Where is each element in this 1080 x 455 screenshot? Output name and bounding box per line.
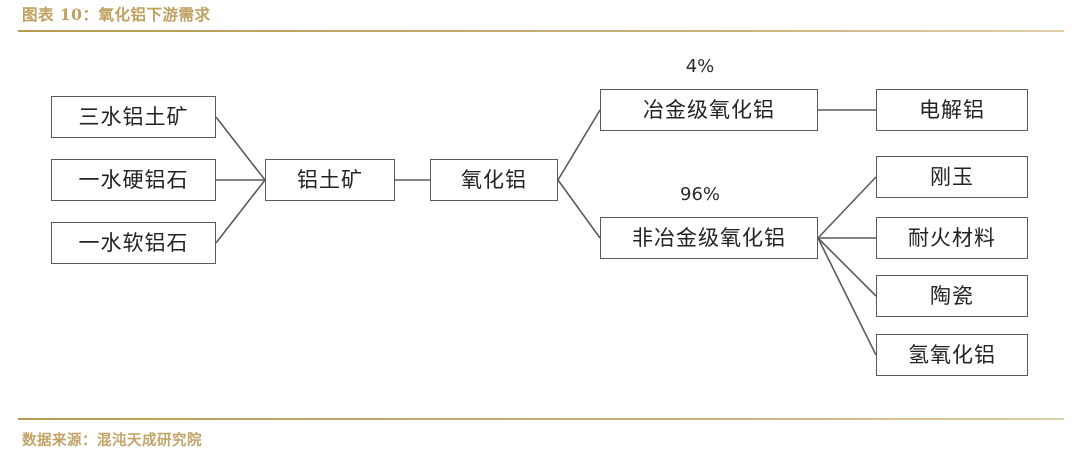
source-note: 数据来源：混沌天成研究院 bbox=[22, 432, 202, 449]
node-gibbsite-ore[interactable]: 三水铝土矿 bbox=[51, 96, 216, 138]
node-ceramics[interactable]: 陶瓷 bbox=[876, 275, 1028, 317]
flow-diagram: 三水铝土矿 一水硬铝石 一水软铝石 铝土矿 氧化铝 4% 冶金级氧化铝 96% … bbox=[0, 34, 1080, 418]
page-title: 图表 10：氧化铝下游需求 bbox=[22, 5, 211, 24]
connector-nonmetallurgical-to-hydroxide bbox=[817, 237, 877, 356]
node-bauxite[interactable]: 铝土矿 bbox=[265, 159, 395, 201]
node-electrolytic-aluminium[interactable]: 电解铝 bbox=[876, 89, 1028, 131]
footer-divider bbox=[18, 418, 1064, 420]
connector-boehmite-to-bauxite bbox=[215, 179, 266, 244]
label-non-metallurgical-share: 96% bbox=[679, 184, 721, 205]
node-refractory-material[interactable]: 耐火材料 bbox=[876, 217, 1028, 259]
node-boehmite-ore[interactable]: 一水软铝石 bbox=[51, 222, 216, 264]
connector-gibbsite-to-bauxite bbox=[215, 116, 266, 181]
node-diaspore-ore[interactable]: 一水硬铝石 bbox=[51, 159, 216, 201]
connector-alumina-to-nonmetallurgical bbox=[557, 179, 601, 239]
node-metallurgical-alumina[interactable]: 冶金级氧化铝 bbox=[600, 89, 818, 131]
node-corundum[interactable]: 刚玉 bbox=[876, 156, 1028, 198]
label-metallurgical-share: 4% bbox=[685, 56, 715, 77]
header-divider bbox=[18, 30, 1064, 32]
node-aluminium-hydroxide[interactable]: 氢氧化铝 bbox=[876, 334, 1028, 376]
connector-nonmetallurgical-to-corundum bbox=[817, 176, 877, 239]
connector-alumina-to-metallurgical bbox=[557, 109, 601, 181]
node-non-metallurgical-alumina[interactable]: 非冶金级氧化铝 bbox=[600, 217, 818, 259]
connector-nonmetallurgical-to-ceramics bbox=[817, 237, 877, 297]
node-alumina[interactable]: 氧化铝 bbox=[430, 159, 558, 201]
chart-header: 图表 10：氧化铝下游需求 bbox=[0, 0, 1080, 34]
connector-layer bbox=[215, 109, 877, 356]
